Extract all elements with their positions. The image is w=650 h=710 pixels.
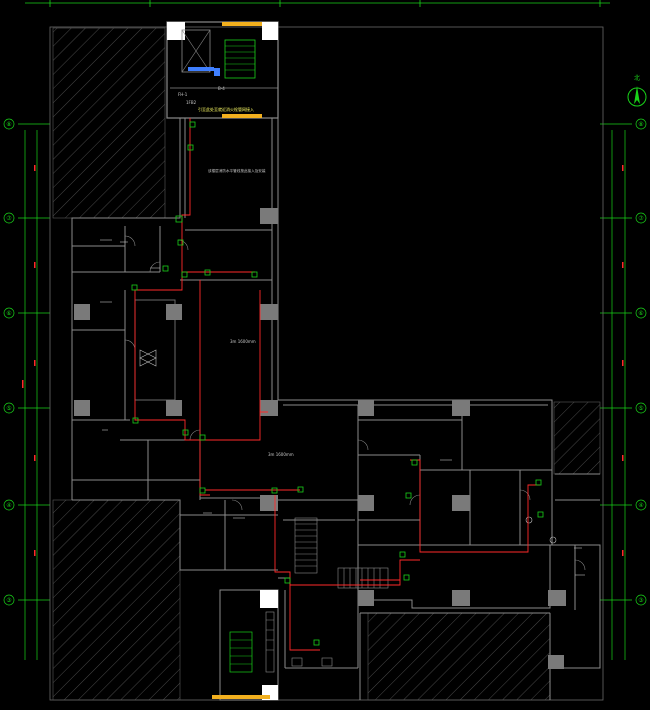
label-b4: B-4 (218, 86, 225, 91)
top-stair-core: FH-1 B-4 1FB2 引至此处至就近消火栓管网接入 (166, 21, 279, 119)
fire-devices (131, 121, 544, 646)
doors (124, 235, 586, 571)
axis-label-left: ⑦ (6, 215, 12, 222)
note-top: 引至此处至就近消火栓管网接入 (198, 106, 254, 112)
fire-pipe-network (134, 118, 540, 651)
hatched-areas (52, 27, 601, 701)
north-arrow-icon: 北 (627, 74, 647, 107)
dimension-upper: 3m 1600mm (230, 339, 256, 344)
axis-label-right: ⑧ (638, 121, 643, 128)
dimension-lower: 3m 1600mm (268, 452, 294, 457)
axis-label-left: ⑤ (6, 405, 11, 412)
fixtures (100, 239, 585, 576)
axis-label-left: ⑧ (6, 121, 11, 128)
label-1fb2: 1FB2 (186, 100, 197, 105)
right-axis: ⑧ ⑦ ⑥ ⑤ ④ ③ (600, 118, 647, 660)
axis-label-left: ③ (6, 597, 11, 604)
room-note: 该楼层消防水平管线按此接入及安装 (208, 168, 266, 173)
bottom-stair-core (212, 589, 333, 701)
columns (74, 208, 566, 669)
axis-label-right: ③ (638, 597, 643, 604)
axis-label-right: ④ (638, 502, 643, 509)
top-ruler (25, 0, 610, 7)
axis-label-right: ⑥ (638, 310, 643, 317)
left-axis: ⑧ ⑦ ⑥ ⑤ ④ ③ (3, 118, 50, 660)
axis-label-right: ⑤ (638, 405, 643, 412)
plan-notes: 该楼层消防水平管线按此接入及安装 3m 1600mm 3m 1600mm (208, 168, 294, 457)
axis-label-right: ⑦ (638, 215, 644, 222)
plan-frame (49, 26, 604, 701)
stair-flights (294, 517, 389, 589)
axis-label-left: ⑥ (6, 310, 11, 317)
label-fh1: FH-1 (178, 92, 188, 97)
axis-label-left: ④ (6, 502, 11, 509)
north-label: 北 (634, 74, 640, 82)
